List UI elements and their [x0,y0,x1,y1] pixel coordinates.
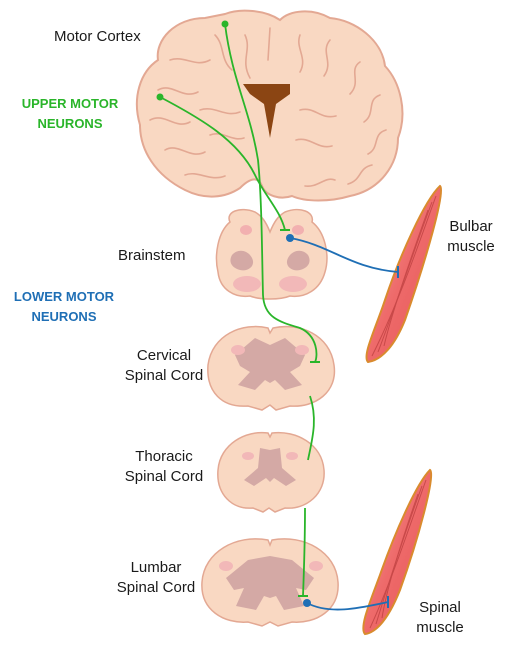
upper-motor-neurons-line-1: UPPER MOTOR [10,94,130,114]
lumbar-line-1: Lumbar [104,558,208,578]
thoracic-spinal-cord-section [218,433,324,512]
lumbar-line-2: Spinal Cord [104,578,208,598]
bulbar-muscle-line-1: Bulbar [440,217,502,237]
spinal-muscle-label: Spinal muscle [400,598,480,638]
lumbar-spinal-cord-section [202,539,338,626]
lumbar-spinal-cord-label: Lumbar Spinal Cord [104,558,208,598]
lower-motor-neurons-line-1: LOWER MOTOR [4,287,124,307]
bulbar-muscle-label: Bulbar muscle [440,217,502,257]
bulbar-muscle [366,186,441,362]
cervical-spinal-cord-section [208,327,335,410]
bulbar-muscle-line-2: muscle [440,237,502,257]
lower-motor-neurons-line-2: NEURONS [4,307,124,327]
upper-motor-neurons-label: UPPER MOTOR NEURONS [10,94,130,134]
motor-cortex-label: Motor Cortex [54,27,141,47]
brainstem-section [217,210,327,299]
cervical-spinal-cord-label: Cervical Spinal Cord [112,346,216,386]
lower-motor-neuron-cell-body-1 [286,234,294,242]
brainstem-label: Brainstem [118,246,186,266]
thoracic-line-1: Thoracic [112,447,216,467]
thoracic-line-2: Spinal Cord [112,467,216,487]
spinal-muscle-line-2: muscle [400,618,480,638]
cervical-line-2: Spinal Cord [112,366,216,386]
cervical-line-1: Cervical [112,346,216,366]
upper-motor-neuron-cell-body-2 [157,94,164,101]
upper-motor-neuron-cell-body-1 [222,21,229,28]
lower-motor-neurons-label: LOWER MOTOR NEURONS [4,287,124,327]
spinal-muscle-line-1: Spinal [400,598,480,618]
lower-motor-neuron-cell-body-2 [303,599,311,607]
thoracic-spinal-cord-label: Thoracic Spinal Cord [112,447,216,487]
upper-motor-neurons-line-2: NEURONS [10,114,130,134]
